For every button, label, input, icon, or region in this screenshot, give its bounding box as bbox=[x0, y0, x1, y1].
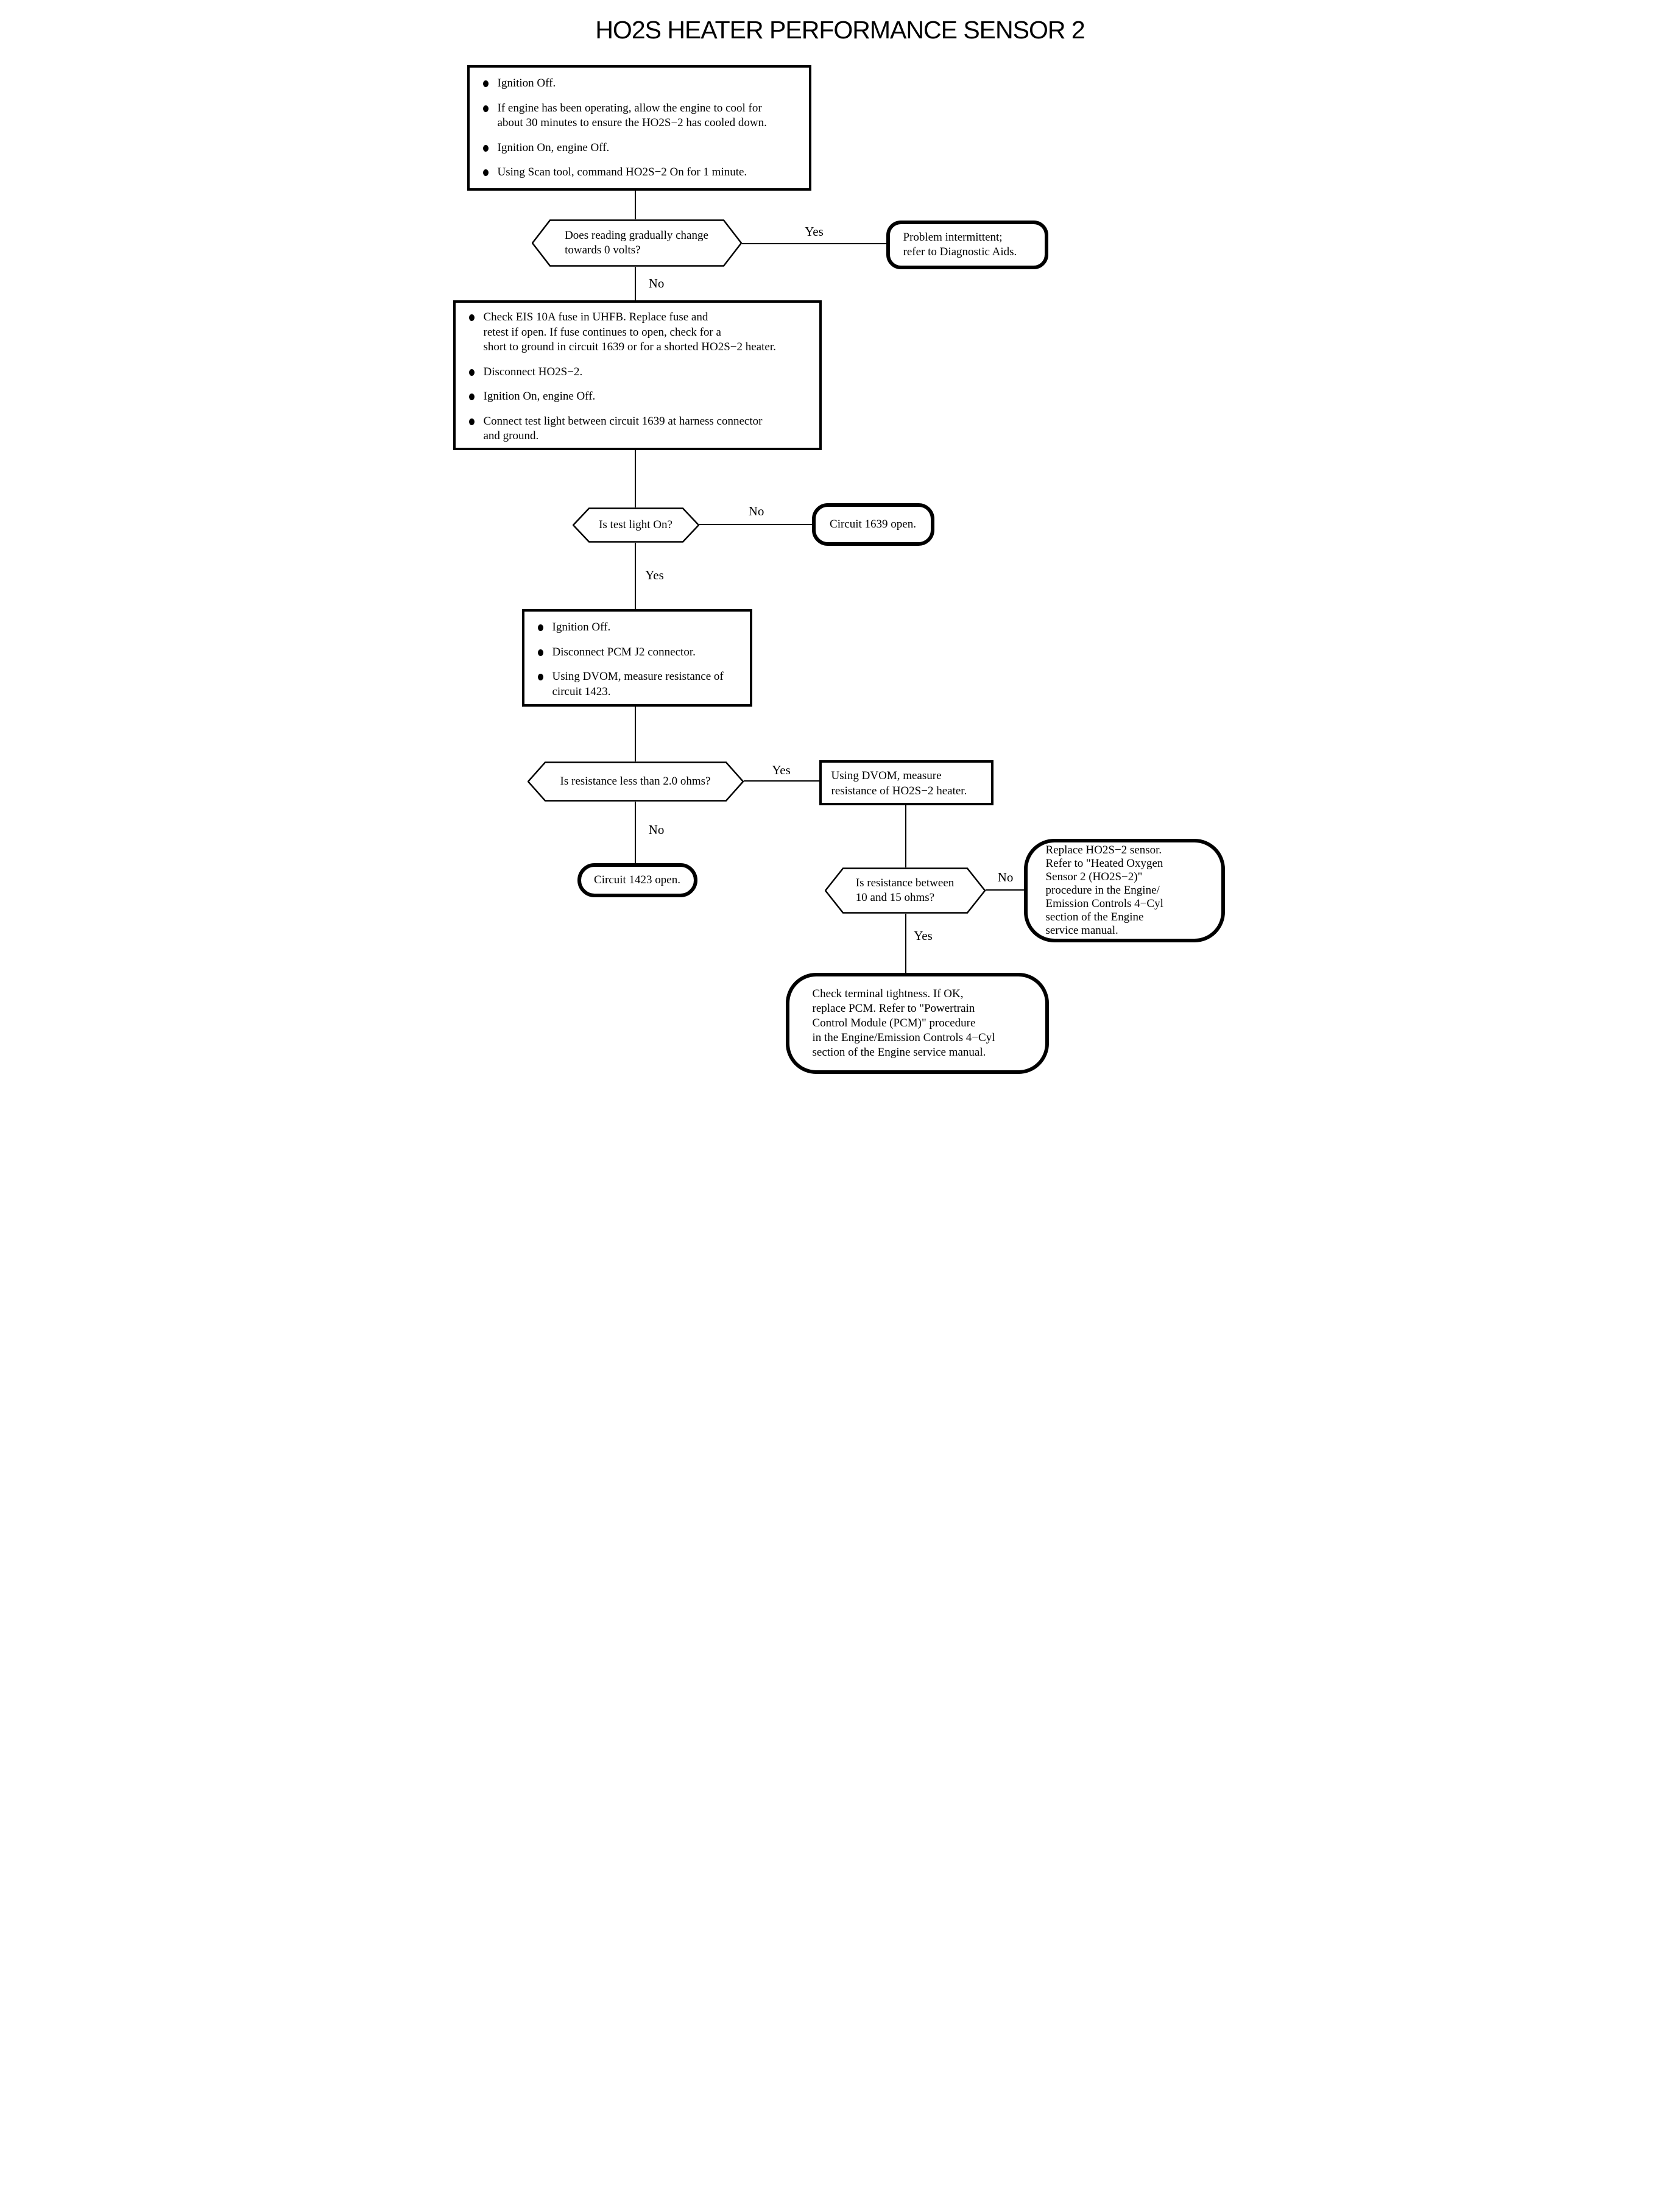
step-measure-heater-box: Using DVOM, measure resistance of HO2S−2… bbox=[819, 760, 994, 805]
connector-decision4-terminal-pcm bbox=[905, 914, 906, 973]
bullet-text: Ignition On, engine Off. bbox=[497, 141, 610, 154]
bullet-text: Using Scan tool, command HO2S−2 On for 1… bbox=[497, 166, 747, 178]
bullet-item: Using DVOM, measure resistance of circui… bbox=[537, 669, 745, 699]
connector-step3-decision3 bbox=[634, 707, 636, 761]
bullet-item: Using Scan tool, command HO2S−2 On for 1… bbox=[482, 165, 804, 180]
bullet-item: If engine has been operating, allow the … bbox=[482, 101, 804, 131]
decision-question: Is resistance between 10 and 15 ohms? bbox=[855, 877, 955, 904]
connector-decision3-terminal-1423 bbox=[634, 802, 636, 863]
decision-reading-change: Does reading gradually change towards 0 … bbox=[531, 219, 742, 267]
connector-step4-decision4 bbox=[905, 805, 906, 867]
bullet-item: Ignition Off. bbox=[482, 76, 804, 91]
bullet-dot-icon bbox=[482, 105, 489, 112]
label-no-decision4: No bbox=[997, 870, 1014, 884]
terminal-text: Replace HO2S−2 sensor. Refer to "Heated … bbox=[1045, 844, 1163, 937]
bullet-text: Disconnect PCM J2 connector. bbox=[552, 645, 696, 658]
label-no-decision3: No bbox=[648, 822, 665, 837]
step-text: Using DVOM, measure resistance of HO2S−2… bbox=[831, 769, 967, 797]
terminal-circuit-1423-open: Circuit 1423 open. bbox=[577, 863, 697, 897]
bullet-text: Ignition Off. bbox=[497, 77, 556, 90]
bullet-dot-icon bbox=[468, 394, 475, 400]
bullet-text: Connect test light between circuit 1639 … bbox=[483, 414, 763, 443]
bullet-dot-icon bbox=[468, 314, 475, 321]
terminal-problem-intermittent: Problem intermittent; refer to Diagnosti… bbox=[886, 221, 1048, 269]
bullet-dot-icon bbox=[537, 649, 543, 656]
hexagon-outline bbox=[531, 219, 742, 267]
bullet-item: Ignition On, engine Off. bbox=[482, 141, 804, 156]
bullet-dot-icon bbox=[468, 418, 475, 425]
bullet-item: Ignition Off. bbox=[537, 620, 745, 635]
bullet-dot-icon bbox=[468, 369, 475, 376]
bullet-item: Connect test light between circuit 1639 … bbox=[468, 414, 814, 444]
terminal-circuit-1639-open: Circuit 1639 open. bbox=[811, 503, 934, 546]
connector-decision2-terminal-1639 bbox=[699, 524, 812, 525]
connector-decision1-terminal-intermittent bbox=[741, 243, 886, 244]
decision-resistance-less-2: Is resistance less than 2.0 ohms? bbox=[527, 761, 744, 802]
hexagon-outline bbox=[824, 867, 986, 914]
terminal-replace-pcm: Check terminal tightness. If OK, replace… bbox=[785, 973, 1049, 1074]
step-measure-circuit-1423-box: Ignition Off. Disconnect PCM J2 connecto… bbox=[521, 609, 752, 707]
bullet-text: If engine has been operating, allow the … bbox=[497, 101, 767, 130]
flowchart-canvas: HO2S HEATER PERFORMANCE SENSOR 2 Ignitio… bbox=[420, 0, 1260, 1105]
bullet-dot-icon bbox=[482, 80, 489, 87]
decision-question: Is test light On? bbox=[599, 518, 672, 531]
hexagon-outline bbox=[572, 507, 699, 543]
bullet-item: Disconnect PCM J2 connector. bbox=[537, 645, 745, 660]
connector-step2-decision2 bbox=[634, 450, 636, 507]
bullet-text: Disconnect HO2S−2. bbox=[483, 365, 583, 378]
connector-decision1-step2 bbox=[634, 267, 636, 300]
decision-question: Is resistance less than 2.0 ohms? bbox=[560, 775, 711, 788]
decision-test-light: Is test light On? bbox=[572, 507, 699, 543]
label-yes-decision4: Yes bbox=[914, 928, 933, 943]
label-no-decision2: No bbox=[748, 504, 764, 518]
terminal-text: Circuit 1639 open. bbox=[830, 518, 916, 531]
bullet-item: Disconnect HO2S−2. bbox=[468, 365, 814, 380]
terminal-text: Check terminal tightness. If OK, replace… bbox=[812, 987, 995, 1059]
label-no-decision1: No bbox=[648, 276, 665, 291]
bullet-item: Check EIS 10A fuse in UHFB. Replace fuse… bbox=[468, 310, 814, 355]
connector-decision2-step3 bbox=[634, 543, 636, 609]
bullet-dot-icon bbox=[537, 674, 543, 680]
bullet-text: Ignition On, engine Off. bbox=[483, 390, 596, 403]
bullet-text: Using DVOM, measure resistance of circui… bbox=[552, 670, 724, 698]
connector-decision3-step4 bbox=[743, 780, 819, 782]
terminal-text: Problem intermittent; refer to Diagnosti… bbox=[903, 231, 1017, 258]
bullet-dot-icon bbox=[537, 624, 543, 631]
bullet-item: Ignition On, engine Off. bbox=[468, 389, 814, 404]
label-yes-decision1: Yes bbox=[805, 224, 824, 239]
step-preparation-box: Ignition Off. If engine has been operati… bbox=[467, 65, 811, 191]
bullet-text: Check EIS 10A fuse in UHFB. Replace fuse… bbox=[483, 311, 776, 353]
connector-decision4-terminal-replace bbox=[985, 889, 1024, 891]
page-title: HO2S HEATER PERFORMANCE SENSOR 2 bbox=[595, 16, 1085, 44]
bullet-text: Ignition Off. bbox=[552, 621, 611, 634]
step-check-fuse-box: Check EIS 10A fuse in UHFB. Replace fuse… bbox=[453, 300, 822, 450]
terminal-replace-ho2s2-sensor: Replace HO2S−2 sensor. Refer to "Heated … bbox=[1023, 839, 1225, 942]
decision-question: Does reading gradually change towards 0 … bbox=[565, 229, 708, 256]
terminal-text: Circuit 1423 open. bbox=[594, 874, 680, 886]
decision-resistance-10-15: Is resistance between 10 and 15 ohms? bbox=[824, 867, 986, 914]
hexagon-outline bbox=[527, 761, 744, 802]
label-yes-decision3: Yes bbox=[772, 763, 791, 777]
connector-step1-decision1 bbox=[634, 191, 636, 219]
bullet-dot-icon bbox=[482, 169, 489, 176]
label-yes-decision2: Yes bbox=[645, 568, 664, 582]
bullet-dot-icon bbox=[482, 144, 489, 152]
